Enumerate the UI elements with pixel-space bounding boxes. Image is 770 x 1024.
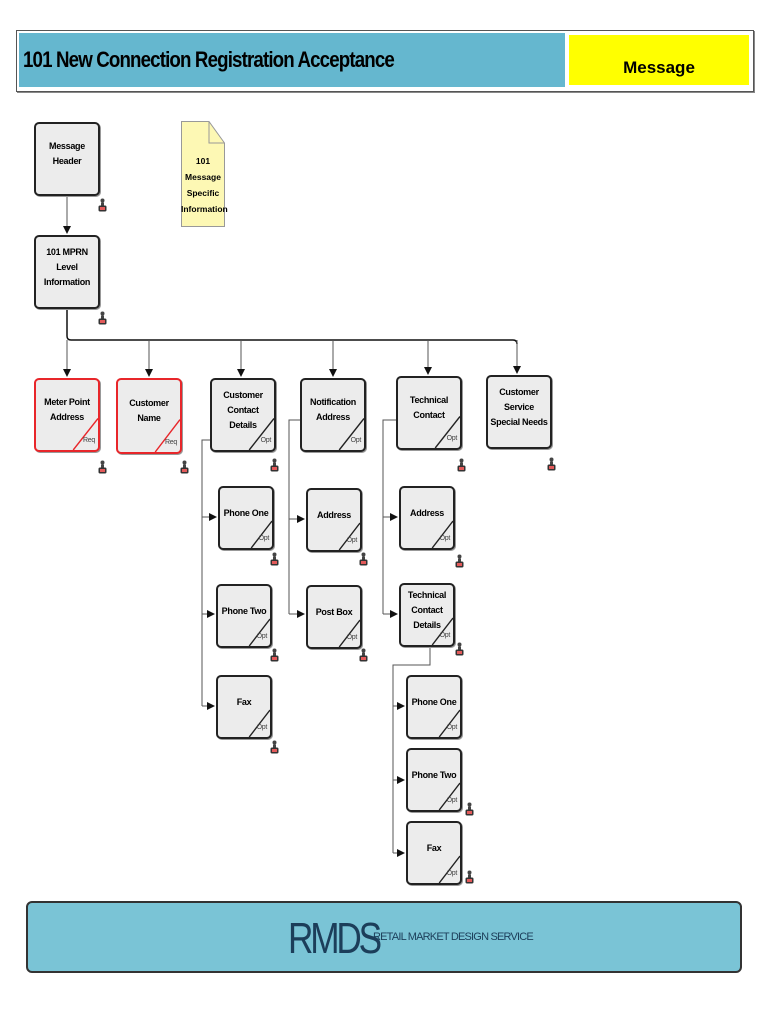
person-icon bbox=[98, 311, 107, 325]
person-icon bbox=[98, 460, 107, 474]
element-label: Message Header bbox=[49, 141, 85, 166]
note-text: 101 Message Specific Information bbox=[181, 153, 228, 217]
diagram-header: 101 New Connection Registration Acceptan… bbox=[16, 30, 754, 92]
person-icon bbox=[98, 198, 107, 212]
cardinality-label: Opt bbox=[446, 870, 458, 877]
rmds-tagline: RETAIL MARKET DESIGN SERVICE bbox=[373, 931, 534, 943]
element-label: Customer Contact Details bbox=[223, 389, 263, 430]
person-icon bbox=[455, 554, 464, 568]
rmds-logo: RMDS bbox=[288, 914, 382, 963]
cardinality-label: Opt bbox=[439, 535, 451, 542]
cardinality-label: Opt bbox=[256, 724, 268, 731]
element-label: Technical Contact Details bbox=[407, 589, 447, 630]
cardinality-label: Opt bbox=[346, 634, 358, 641]
element-label: 101 MPRN Level Information bbox=[43, 246, 91, 287]
element-box-customer-service-special-needs[interactable]: Customer Service Special Needs bbox=[486, 375, 552, 449]
person-icon bbox=[465, 870, 474, 884]
person-icon bbox=[270, 458, 279, 472]
cardinality-label: Opt bbox=[260, 437, 272, 444]
person-icon bbox=[455, 642, 464, 656]
element-label: Phone Two bbox=[411, 769, 457, 780]
element-label: Fax bbox=[426, 842, 442, 853]
cardinality-label: Opt bbox=[350, 437, 362, 444]
cardinality-label: Opt bbox=[446, 797, 458, 804]
element-label: Customer Name bbox=[129, 398, 169, 423]
person-icon bbox=[547, 457, 556, 471]
cardinality-label: Req bbox=[165, 439, 177, 446]
cardinality-label: Opt bbox=[256, 633, 268, 640]
person-icon bbox=[359, 648, 368, 662]
message-specific-note: 101 Message Specific Information bbox=[181, 121, 228, 227]
note-line: 101 bbox=[195, 156, 211, 166]
rmds-footer: RMDS RETAIL MARKET DESIGN SERVICE bbox=[26, 901, 742, 973]
person-icon bbox=[465, 802, 474, 816]
element-label: Technical Contact bbox=[409, 395, 449, 420]
element-label: Address bbox=[317, 509, 351, 520]
note-line: Information bbox=[181, 204, 228, 214]
element-label: Phone One bbox=[223, 507, 269, 518]
cardinality-label: Opt bbox=[446, 435, 458, 442]
person-icon bbox=[359, 552, 368, 566]
note-shape bbox=[181, 121, 225, 227]
cardinality-label: Opt bbox=[346, 537, 358, 544]
diagram-title-text: 101 New Connection Registration Acceptan… bbox=[23, 47, 395, 72]
element-label: Address bbox=[410, 507, 444, 518]
element-label: Post Box bbox=[315, 606, 353, 617]
cardinality-label: Req bbox=[83, 437, 95, 444]
note-line: Message bbox=[185, 172, 221, 182]
element-label: Phone One bbox=[411, 696, 457, 707]
person-icon bbox=[270, 552, 279, 566]
diagram-type-label: Message bbox=[569, 35, 749, 85]
cardinality-label: Opt bbox=[439, 632, 451, 639]
element-label: Meter Point Address bbox=[44, 397, 90, 422]
person-icon bbox=[270, 648, 279, 662]
element-box-101-mprn-level-information[interactable]: 101 MPRN Level Information bbox=[34, 235, 100, 309]
person-icon bbox=[270, 740, 279, 754]
element-label: Phone Two bbox=[221, 605, 267, 616]
cardinality-label: Opt bbox=[446, 724, 458, 731]
person-icon bbox=[180, 460, 189, 474]
element-label: Notification Address bbox=[310, 397, 356, 422]
note-line: Specific bbox=[186, 188, 220, 198]
person-icon bbox=[457, 458, 466, 472]
element-label: Fax bbox=[236, 696, 252, 707]
element-box-message-header[interactable]: Message Header bbox=[34, 122, 100, 196]
cardinality-label: Opt bbox=[258, 535, 270, 542]
diagram-title: 101 New Connection Registration Acceptan… bbox=[19, 33, 565, 87]
element-label: Customer Service Special Needs bbox=[490, 386, 548, 427]
